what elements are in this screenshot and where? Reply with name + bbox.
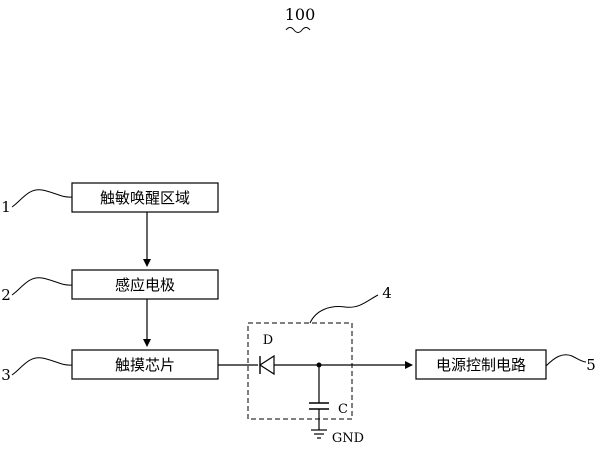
diode-label: D	[263, 333, 273, 348]
ref-number-1: 1	[1, 198, 11, 216]
protection-circuit-dashed-box	[247, 322, 353, 420]
figure-number: 100	[285, 5, 316, 24]
capacitor-label: C	[338, 402, 348, 417]
leader-line-5	[545, 354, 587, 367]
ref-number-3: 3	[1, 366, 11, 384]
touch-wake-area-label: 触敏唤醒区域	[100, 189, 190, 207]
leader-line-1	[11, 189, 73, 208]
leader-line-2	[11, 277, 73, 296]
power-control-label: 电源控制电路	[436, 356, 526, 374]
leader-line-4	[309, 294, 379, 324]
touch-chip-label: 触摸芯片	[115, 356, 175, 374]
sensing-electrode-label: 感应电极	[115, 276, 175, 294]
figure-number-squiggle	[285, 27, 311, 33]
ref-number-2: 2	[1, 286, 11, 304]
leader-line-3	[11, 357, 73, 376]
touch-chip-box	[71, 349, 219, 380]
capacitor-symbol	[309, 402, 329, 410]
ground-label: GND	[332, 431, 364, 446]
power-control-box	[415, 349, 547, 380]
ref-number-5: 5	[586, 356, 596, 374]
sensing-electrode-box	[71, 269, 219, 300]
ref-number-4: 4	[382, 284, 392, 302]
ground-icon	[311, 429, 327, 439]
diode-symbol	[258, 354, 275, 376]
